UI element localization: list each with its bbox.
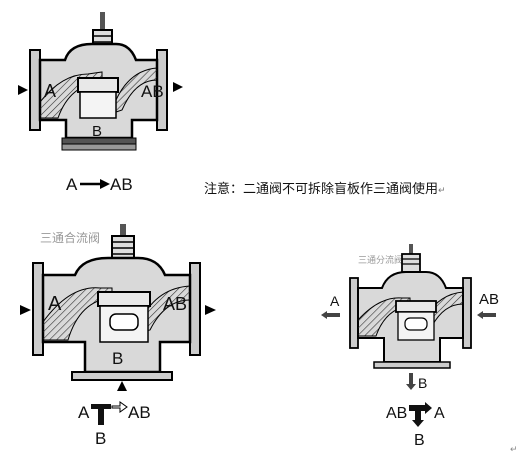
label-a: A [48, 293, 62, 315]
label-ab: AB [163, 294, 187, 314]
flow-label-b: B [95, 429, 106, 448]
flow-label-ab: AB [128, 403, 151, 422]
label-b: B [92, 123, 102, 140]
bottom-label-b: B [418, 375, 427, 391]
inlet-arrow-icon [20, 305, 31, 315]
label-ab: AB [141, 82, 164, 101]
tee-junction-icon [91, 404, 111, 425]
paragraph-mark: ↵ [438, 186, 446, 196]
bottom-outlet-arrow-icon [406, 373, 416, 390]
inlet-arrow-icon [477, 311, 496, 319]
label-b: B [112, 349, 123, 368]
paragraph-mark: ↵ [510, 444, 518, 454]
inlet-arrow-icon [18, 85, 28, 95]
flow-label-ab: AB [110, 175, 133, 194]
notice-label: 注意：二通阀不可拆除盲板作三通阀使用 [204, 182, 439, 197]
three-way-mixing-valve: 三通合流阀 A AB B A AB B [20, 224, 216, 448]
outlet-arrow-icon [205, 305, 216, 315]
valve-stem [100, 12, 105, 32]
legend-ab: AB [386, 405, 407, 422]
bottom-inlet-arrow-icon [117, 381, 127, 391]
three-way-diverting-valve: 三通分流阀 A AB B AB A B [321, 244, 499, 449]
left-flange [29, 49, 41, 131]
mixing-valve-title: 三通合流阀 [40, 230, 100, 245]
diverting-valve-title: 三通分流阀 [358, 254, 403, 265]
legend-b: B [414, 432, 425, 449]
two-way-valve: A AB B A AB [18, 12, 183, 194]
outlet-arrow-icon [173, 82, 183, 92]
flow-label-a: A [66, 175, 78, 194]
label-a: A [44, 81, 56, 101]
valve-plug [77, 77, 119, 93]
notice-text: 注意：二通阀不可拆除盲板作三通阀使用↵ [204, 178, 446, 197]
outlet-label-a: A [330, 293, 340, 309]
diverting-tee-icon [409, 402, 432, 427]
inlet-label-ab: AB [479, 291, 499, 308]
outlet-arrow-icon [321, 311, 340, 319]
flow-label-a: A [78, 403, 90, 422]
legend-a: A [434, 405, 445, 422]
